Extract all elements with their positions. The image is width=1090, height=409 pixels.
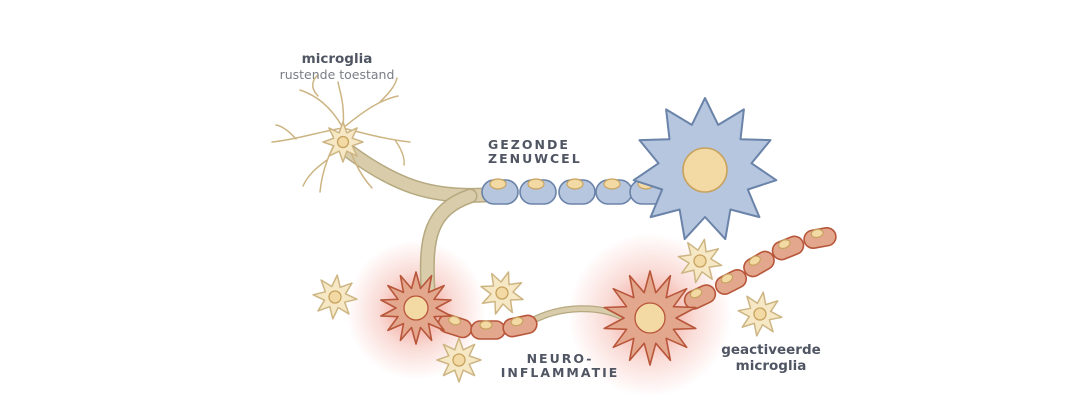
damaged-sheath-segment-7 [771, 235, 805, 261]
damaged-sheath-segment-7-nucleus [777, 239, 791, 250]
inflamed-cell-left-nucleus [403, 295, 429, 321]
activated-microglia-line2: microglia [735, 357, 807, 374]
damaged-sheath-segment-8 [803, 226, 837, 250]
resting-microglia-process-6 [342, 127, 411, 143]
damaged-sheath-segment-4 [683, 284, 717, 310]
resting-microglia-process-4 [342, 95, 399, 129]
resting-microglia-process-7 [394, 139, 405, 166]
resting-microglia-process-2 [312, 74, 319, 97]
axons [342, 144, 629, 326]
activated-microglia-cells [312, 238, 783, 383]
activated-microglia-nucleus-3 [452, 353, 466, 367]
healthy-neuron-line1: GEZONDE [488, 137, 570, 152]
resting-microglia-nucleus [336, 135, 350, 149]
resting-microglia-cell [271, 74, 411, 193]
damaged-sheath-segment-1 [437, 313, 473, 339]
activated-microglia-nucleus-2 [495, 286, 509, 300]
resting-microglia-process-9 [275, 124, 297, 140]
damaged-sheath-segment-2-nucleus [479, 320, 493, 330]
damaged-sheath-segment-4-nucleus [689, 288, 703, 299]
damaged-sheath-segment-5-nucleus [720, 273, 734, 284]
resting-microglia-process-1 [299, 89, 344, 129]
myelin-sheath-damaged [437, 226, 837, 340]
damaged-sheath-segment-2 [470, 320, 506, 340]
neuroinflammation-line2: INFLAMMATIE [500, 365, 620, 381]
resting-microglia-subtitle: rustende toestand [279, 66, 395, 82]
damaged-sheath-segment-6 [743, 250, 775, 278]
damaged-sheath-segment-3 [502, 314, 538, 338]
neuroinflammation-label: NEURO- INFLAMMATIE [500, 351, 620, 381]
healthy-sheath-segment-4 [595, 178, 633, 205]
resting-microglia-process-8 [271, 127, 344, 143]
activated-microglia-nucleus-4 [693, 254, 707, 268]
healthy-sheath-segment-3-nucleus [566, 178, 584, 190]
damaged-sheath-segment-6-nucleus [748, 255, 761, 266]
resting-microglia-process-11 [302, 159, 328, 187]
healthy-sheath-segment-1 [481, 178, 519, 205]
axon-to-inflamed-cell [421, 190, 476, 296]
activated-microglia-nucleus-1 [328, 290, 342, 304]
resting-microglia-process-5 [379, 77, 398, 103]
healthy-sheath-segment-2 [519, 178, 557, 205]
resting-microglia-label: microglia rustende toestand [262, 51, 412, 82]
damaged-sheath-segment-1-nucleus [448, 315, 462, 326]
healthy-neuron-label: GEZONDE ZENUWCEL [488, 137, 582, 167]
healthy-sheath-segment-4-nucleus [603, 178, 621, 190]
resting-microglia-title: microglia [301, 51, 373, 67]
activated-microglia-nucleus-5 [753, 307, 767, 321]
activated-microglia-line1: geactiveerde [721, 342, 821, 358]
damaged-sheath-segment-5 [714, 269, 748, 295]
cell-bodies [380, 97, 778, 366]
healthy-sheath-segment-2-nucleus [527, 178, 545, 190]
healthy-neuron-line2: ZENUWCEL [488, 151, 582, 167]
damaged-sheath-segment-3-nucleus [510, 316, 524, 327]
damaged-sheath-segment-7-body [771, 235, 805, 261]
healthy-sheath-segment-1-nucleus [489, 178, 507, 190]
inflamed-cell-right-nucleus [634, 302, 666, 334]
healthy-neuron-nucleus [682, 147, 728, 193]
neuroinflammation-line1: NEURO- [526, 351, 594, 366]
activated-microglia-label: geactiveerde microglia [712, 342, 830, 374]
damaged-sheath-segment-8-nucleus [810, 228, 824, 239]
healthy-sheath-segment-3 [558, 178, 596, 205]
